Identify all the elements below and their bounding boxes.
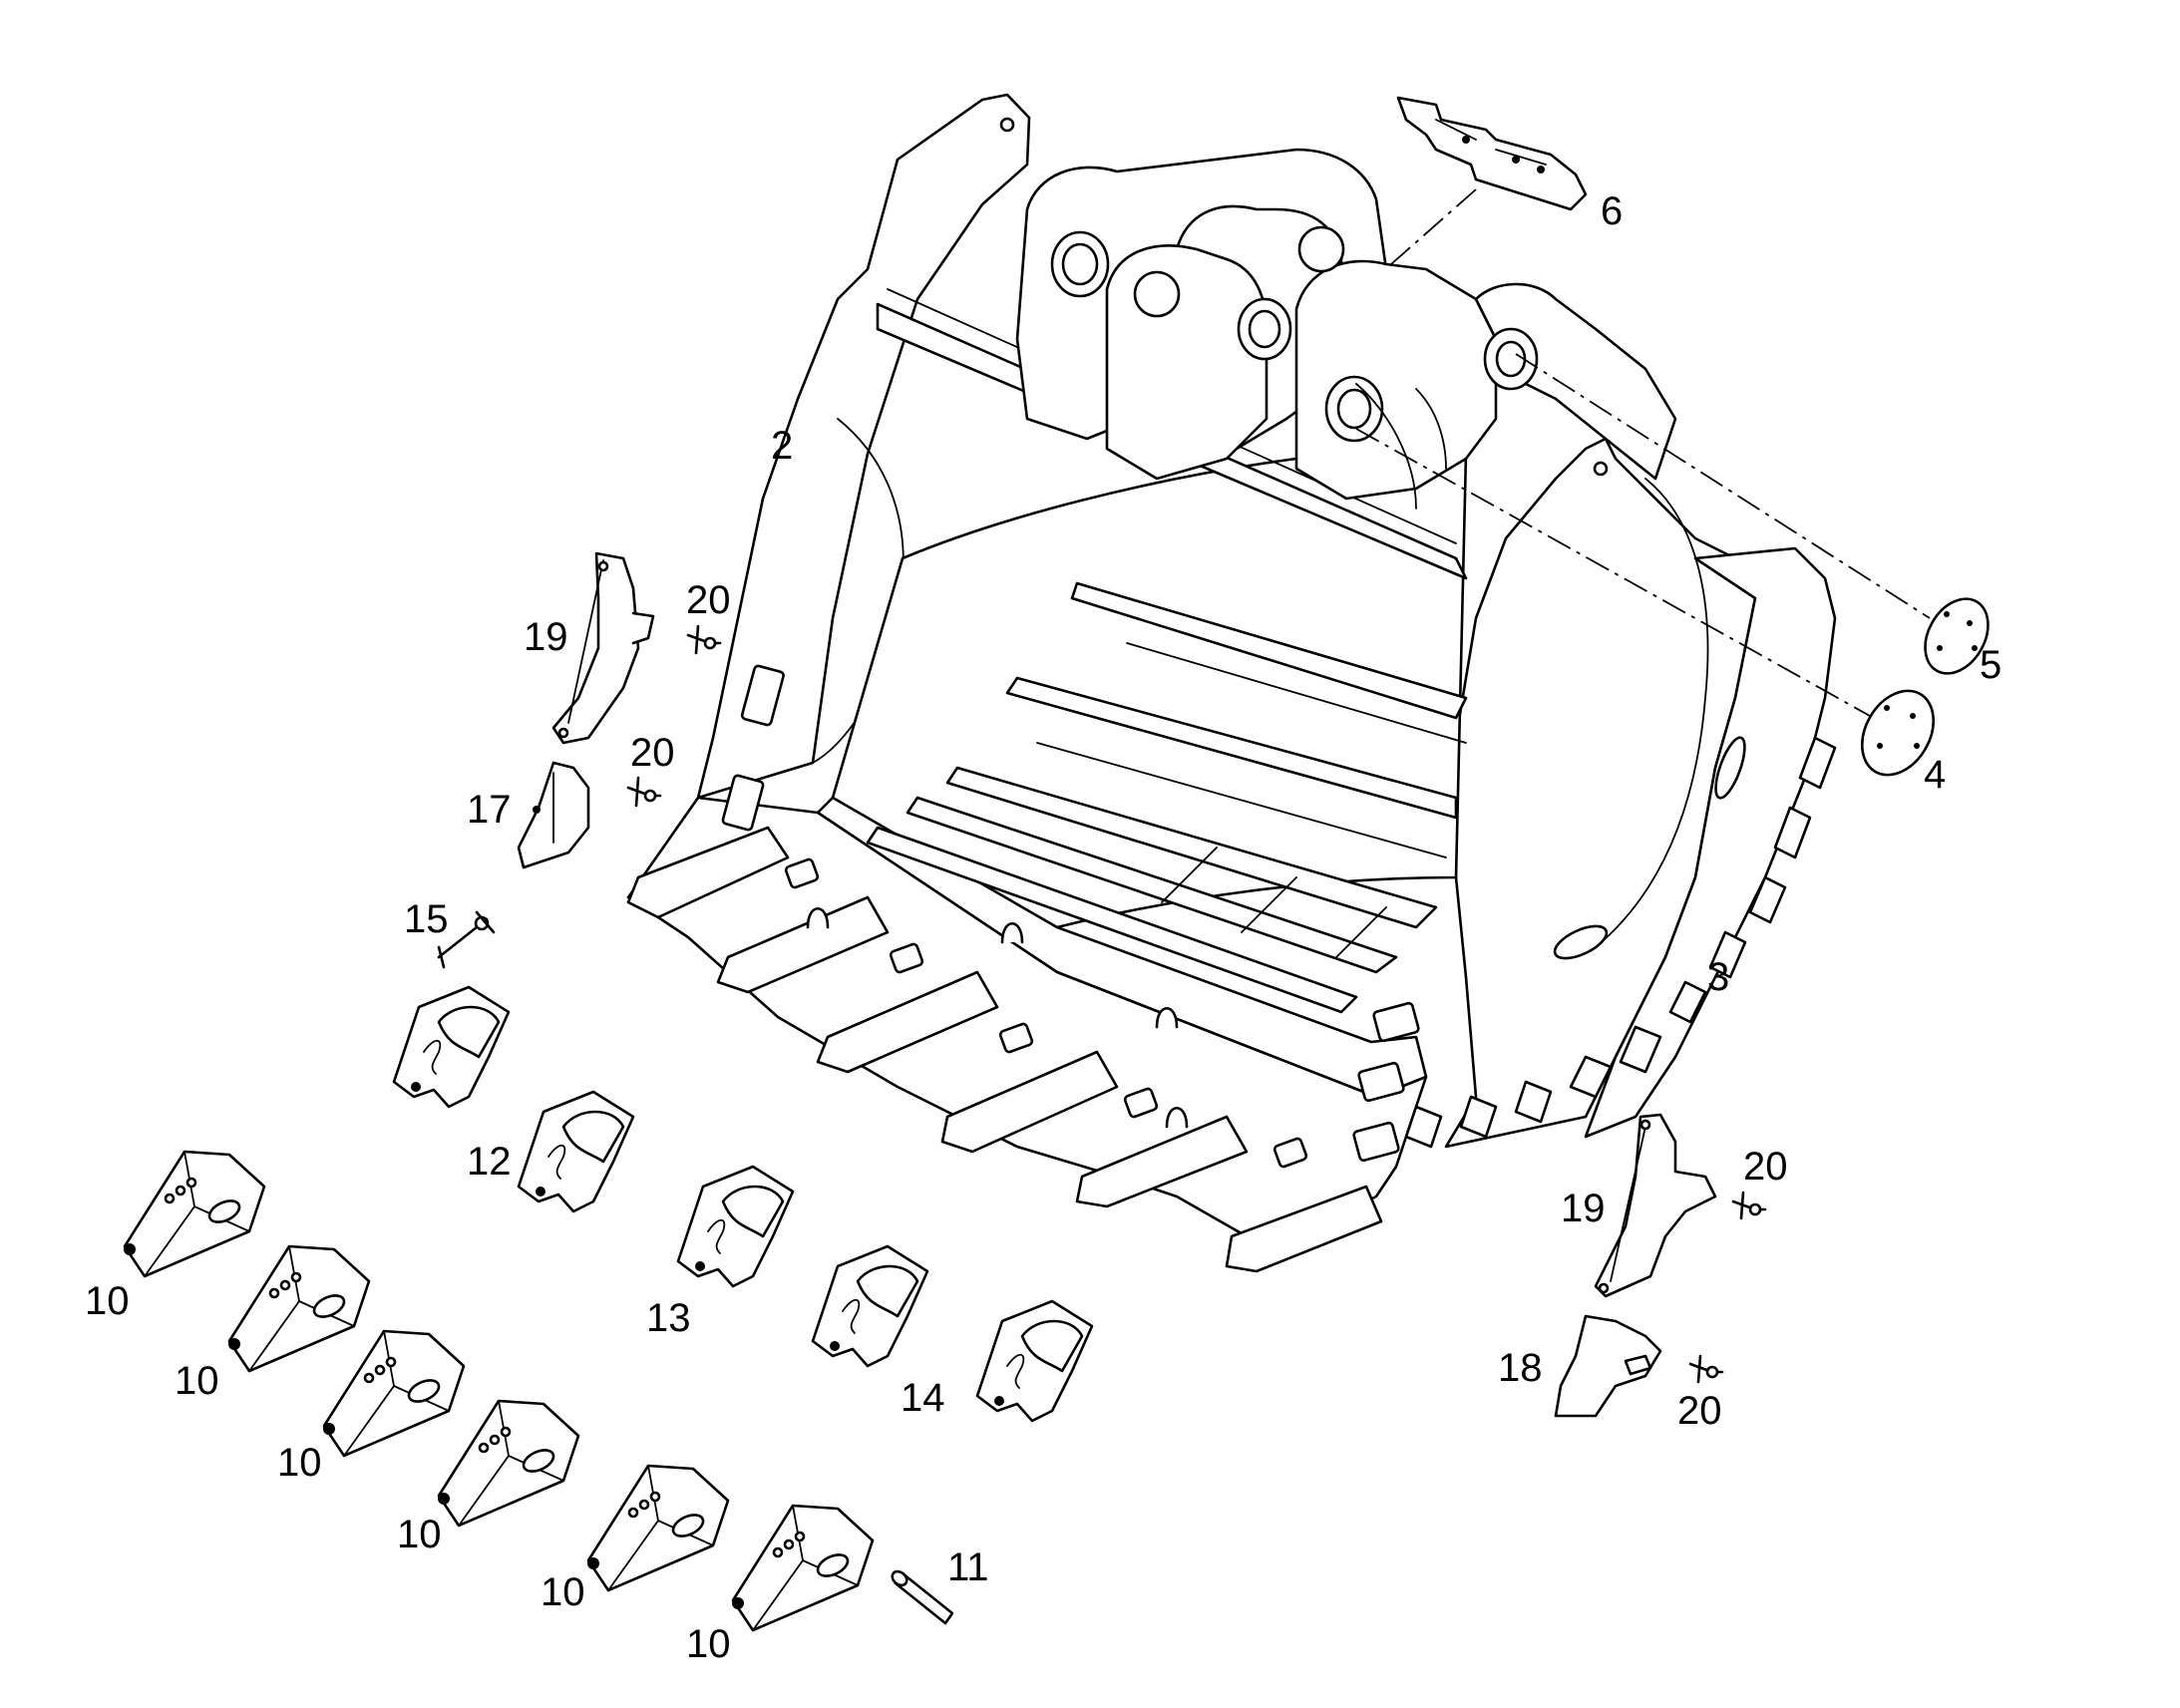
part-10-tooth — [321, 1329, 466, 1458]
callout-19: 19 — [524, 615, 568, 659]
part-20-bolt — [686, 624, 722, 655]
part-5-cover-plate — [1924, 597, 1990, 675]
callout-10: 10 — [397, 1513, 442, 1556]
callout-10: 10 — [277, 1441, 322, 1485]
callout-17: 17 — [467, 788, 512, 832]
part-10-tooth — [585, 1464, 730, 1592]
part-12-adapter — [517, 1090, 635, 1213]
callout-10: 10 — [85, 1279, 130, 1323]
callout-20: 20 — [1677, 1389, 1722, 1433]
callout-15: 15 — [404, 897, 449, 941]
callout-2: 2 — [771, 424, 793, 468]
part-12-adapter — [392, 985, 511, 1109]
callout-3: 3 — [1707, 955, 1729, 999]
part-20-bolt — [626, 776, 662, 808]
part-6-wear-bar — [1396, 96, 1588, 211]
part-10-tooth — [730, 1504, 875, 1632]
callout-5: 5 — [1980, 643, 2001, 687]
callout-11: 11 — [947, 1545, 989, 1589]
callout-6: 6 — [1601, 189, 1623, 233]
callout-18: 18 — [1498, 1346, 1543, 1390]
callout-14: 14 — [901, 1376, 945, 1420]
callout-12: 12 — [467, 1140, 512, 1184]
part-15-pin — [437, 910, 496, 969]
part-10-tooth — [436, 1399, 580, 1528]
callout-4: 4 — [1924, 753, 1946, 797]
pin-bore-icon — [1050, 230, 1110, 298]
part-19-side-shroud — [551, 551, 655, 745]
part-4-cover-plate — [1861, 689, 1935, 777]
part-20-bolt — [1731, 1191, 1767, 1220]
leader-line — [1390, 188, 1477, 265]
part-19-side-shroud — [1594, 1113, 1717, 1298]
bucket-body — [626, 93, 1837, 1273]
part-14-adapter — [975, 1299, 1094, 1423]
part-10-tooth — [226, 1244, 371, 1373]
leader-line — [1515, 353, 1931, 619]
leader-line — [1355, 428, 1871, 717]
callout-13: 13 — [646, 1296, 691, 1340]
part-10-tooth — [122, 1150, 266, 1278]
callout-19: 19 — [1561, 1187, 1606, 1230]
callout-20: 20 — [630, 731, 675, 775]
callout-20: 20 — [686, 578, 731, 622]
callout-20: 20 — [1743, 1145, 1788, 1189]
part-18-corner-shroud — [1554, 1314, 1662, 1418]
callout-10: 10 — [175, 1359, 219, 1403]
pin-bore-icon — [1483, 327, 1539, 391]
pin-bore-icon — [1237, 297, 1292, 361]
part-17-corner-shroud — [517, 761, 590, 869]
part-20-bolt — [1688, 1354, 1724, 1384]
callout-labels: 2 3 4 5 6 10 10 10 10 10 10 11 12 13 14 … — [85, 189, 2001, 1666]
part-13-adapter — [676, 1165, 795, 1288]
part-11-retainer-pin — [891, 1569, 954, 1625]
callout-10: 10 — [686, 1622, 731, 1666]
pin-bore-icon — [1324, 375, 1384, 443]
callout-10: 10 — [541, 1570, 585, 1614]
part-14-adapter — [811, 1244, 929, 1368]
